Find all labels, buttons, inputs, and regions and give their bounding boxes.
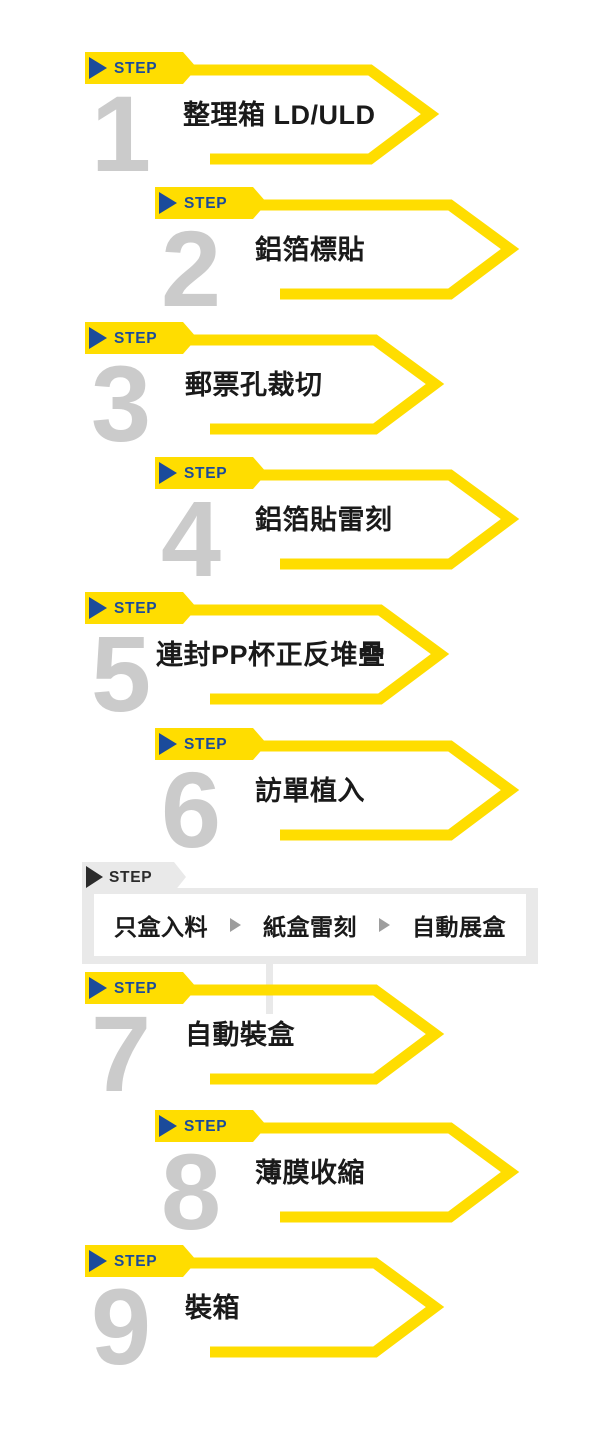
step-row-8[interactable]: STEP 8 薄膜收縮 bbox=[155, 1110, 525, 1246]
step-tab-label-5: STEP bbox=[114, 600, 158, 617]
step-row-9[interactable]: STEP 9 裝箱 bbox=[85, 1245, 450, 1381]
step-title-2: 鋁箔標貼 bbox=[255, 235, 365, 265]
step-number-6: 6 bbox=[161, 749, 221, 870]
substep-arrow-icon-2 bbox=[379, 918, 390, 932]
step-tab-label-6: STEP bbox=[184, 736, 228, 753]
step-row-2[interactable]: STEP 2 鋁箔標貼 bbox=[155, 187, 525, 323]
step-tab-label-8: STEP bbox=[184, 1118, 228, 1135]
substep-item-3: 自動展盒 bbox=[412, 914, 506, 940]
step-number-2: 2 bbox=[161, 208, 221, 329]
step-row-3[interactable]: STEP 3 郵票孔裁切 bbox=[85, 322, 450, 458]
substep-items-row: 只盒入料 紙盒雷刻 自動展盒 bbox=[96, 894, 524, 956]
substep-item-2: 紙盒雷刻 bbox=[263, 914, 357, 940]
step-tab-label-4: STEP bbox=[184, 465, 228, 482]
step-title-9: 裝箱 bbox=[185, 1293, 240, 1323]
step-title-1: 整理箱 LD/ULD bbox=[183, 100, 376, 130]
step-tab-label-3: STEP bbox=[114, 330, 158, 347]
step-row-4[interactable]: STEP 4 鋁箔貼雷刻 bbox=[155, 457, 525, 593]
step-title-3: 郵票孔裁切 bbox=[185, 370, 323, 400]
step-number-4: 4 bbox=[161, 478, 221, 599]
step-number-3: 3 bbox=[91, 343, 151, 464]
step-row-7[interactable]: STEP 7 自動裝盒 bbox=[85, 972, 450, 1108]
step-number-5: 5 bbox=[91, 613, 151, 734]
step-tab-label-9: STEP bbox=[114, 1253, 158, 1270]
step-tab-label-2: STEP bbox=[184, 195, 228, 212]
step-row-5[interactable]: STEP 5 連封PP杯正反堆疊 bbox=[85, 592, 455, 728]
step-row-1[interactable]: STEP 1 整理箱 LD/ULD bbox=[85, 52, 445, 188]
step-number-8: 8 bbox=[161, 1131, 221, 1252]
step-number-1: 1 bbox=[91, 73, 151, 194]
step-number-9: 9 bbox=[91, 1266, 151, 1387]
substep-arrow-icon-1 bbox=[230, 918, 241, 932]
step-row-6[interactable]: STEP 6 訪單植入 bbox=[155, 728, 525, 864]
substep-tab-label: STEP bbox=[109, 869, 153, 886]
step-title-7: 自動裝盒 bbox=[185, 1020, 295, 1050]
substep-block[interactable]: STEP 只盒入料 紙盒雷刻 自動展盒 bbox=[82, 862, 538, 974]
step-tab-label-7: STEP bbox=[114, 980, 158, 997]
step-number-7: 7 bbox=[91, 993, 151, 1114]
step-title-6: 訪單植入 bbox=[255, 776, 365, 806]
step-title-4: 鋁箔貼雷刻 bbox=[255, 505, 393, 535]
substep-item-1: 只盒入料 bbox=[114, 914, 208, 940]
step-tab-label-1: STEP bbox=[114, 60, 158, 77]
step-title-5: 連封PP杯正反堆疊 bbox=[156, 640, 386, 670]
step-title-8: 薄膜收縮 bbox=[255, 1158, 365, 1188]
